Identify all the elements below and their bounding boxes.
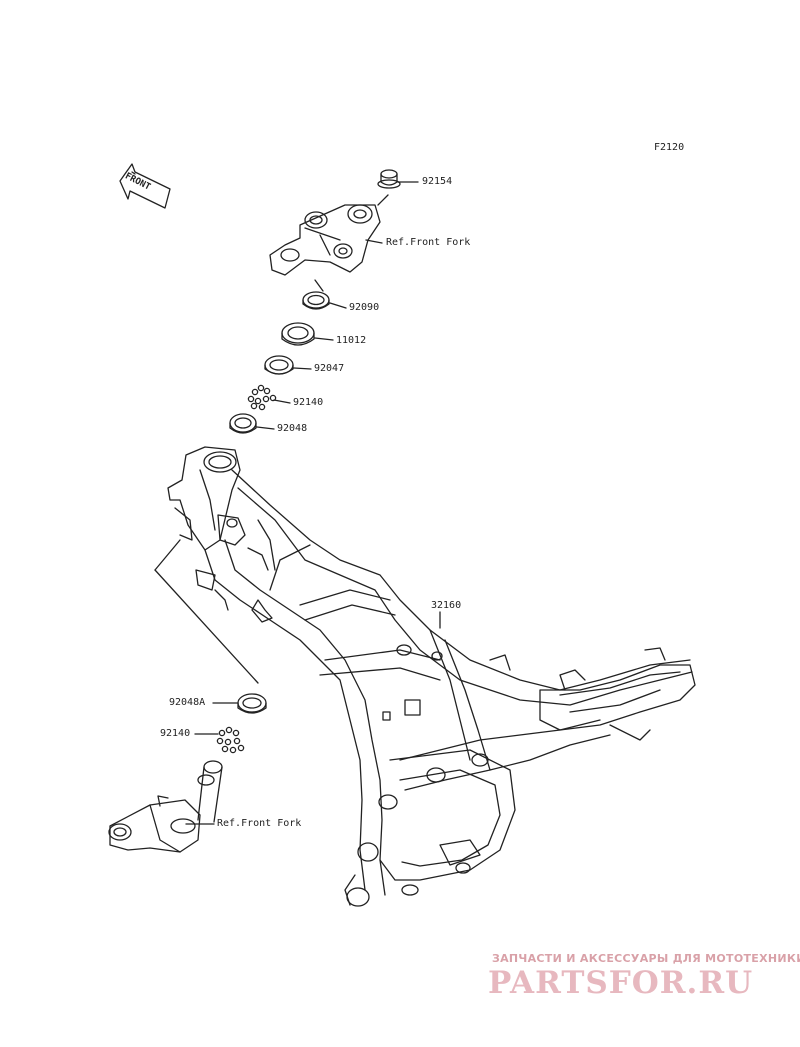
part-label-92140-bottom[interactable]: 92140: [160, 728, 191, 739]
main-frame-32160: [167, 446, 696, 907]
ref-front-fork-top[interactable]: Ref.Front Fork: [386, 237, 471, 248]
part-label-92048[interactable]: 92048: [277, 423, 308, 434]
part-label-32160[interactable]: 32160: [431, 600, 462, 611]
upper-triple-clamp: [269, 204, 381, 276]
race-92048A: [237, 693, 267, 714]
bolt-92154: [377, 169, 401, 189]
leader-lines: [154, 181, 441, 825]
front-arrow-icon: [119, 163, 171, 209]
part-label-92048A[interactable]: 92048A: [169, 697, 206, 708]
steel-balls-92140-top: [247, 384, 277, 411]
watermark-tagline: ЗАПЧАСТИ И АКСЕССУАРЫ ДЛЯ МОТОТЕХНИКИ: [492, 952, 800, 965]
diagram-code: F2120: [654, 142, 685, 153]
race-92048: [229, 413, 257, 434]
washer-92090: [302, 291, 330, 310]
part-label-92047[interactable]: 92047: [314, 363, 345, 374]
seal-92047: [264, 355, 294, 375]
steel-balls-92140-bottom: [216, 726, 245, 754]
lower-triple-clamp: [108, 760, 223, 853]
cap-11012: [281, 322, 315, 346]
ref-front-fork-bottom[interactable]: Ref.Front Fork: [217, 818, 302, 829]
watermark-logo: PARTSFOR.RU: [488, 965, 754, 1001]
part-label-92090[interactable]: 92090: [349, 302, 380, 313]
part-label-11012[interactable]: 11012: [336, 335, 367, 346]
part-label-92154[interactable]: 92154: [422, 176, 453, 187]
part-label-92140-top[interactable]: 92140: [293, 397, 324, 408]
